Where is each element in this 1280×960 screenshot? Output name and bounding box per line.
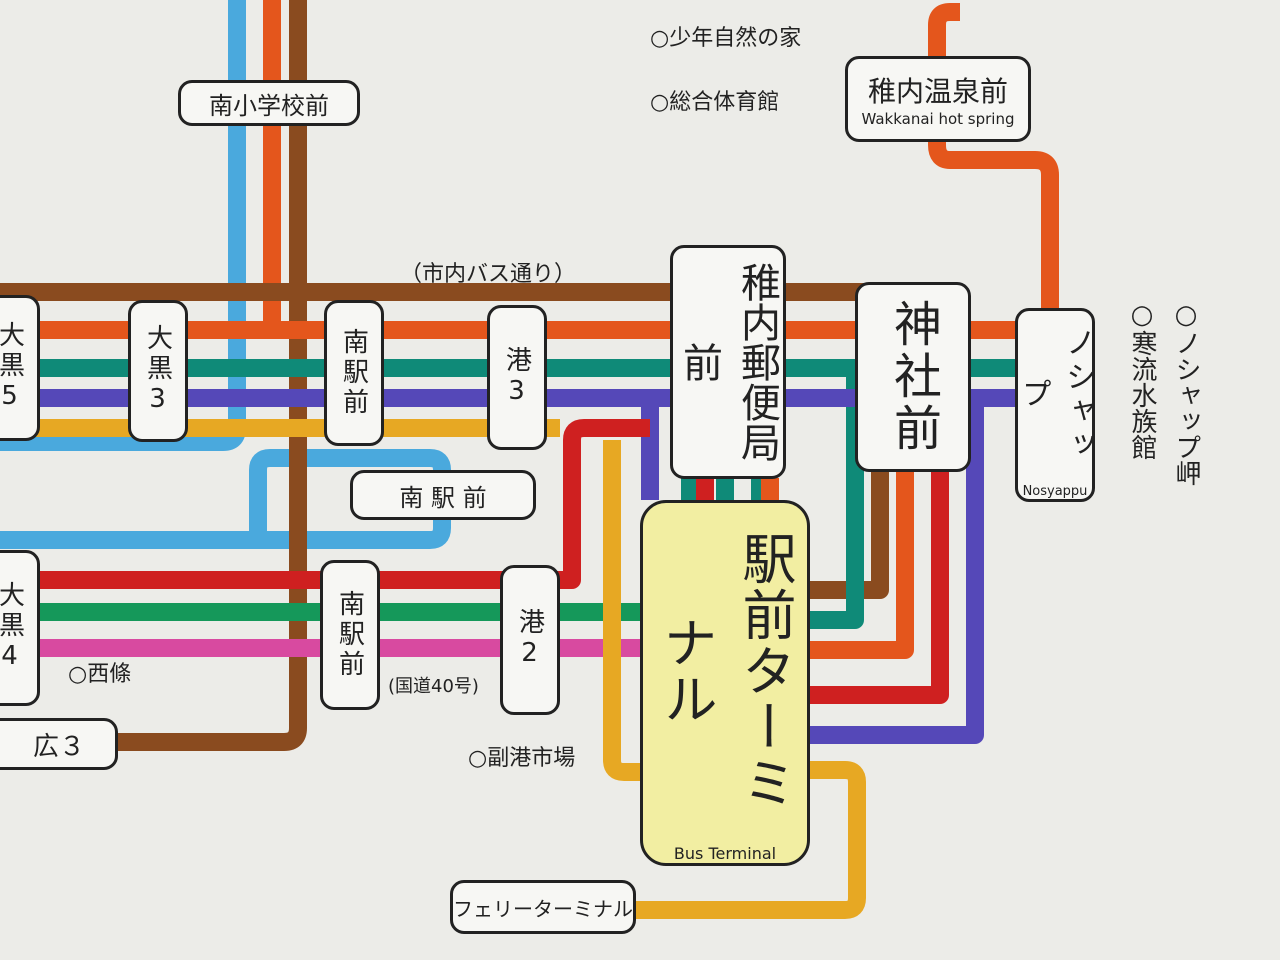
stop-nosyappu[interactable]: ノシャップ Nosyappu (1015, 308, 1095, 502)
stop-minato2[interactable]: 港2 (500, 565, 560, 715)
landmark-fukuko: ○副港市場 (468, 746, 576, 771)
stop-minami-ekimae-lower[interactable]: 南駅前 (320, 560, 380, 710)
route-line-purple-down (810, 398, 984, 744)
stop-minato3[interactable]: 港3 (487, 305, 547, 450)
stop-jinja[interactable]: 神社前 (855, 282, 971, 472)
landmark-saijo: ○西條 (68, 662, 132, 687)
landmark-nosyappu-misaki: ○ノシャップ岬 (1171, 300, 1201, 486)
stop-daikoku3[interactable]: 大黒3 (128, 300, 188, 442)
stop-minami-ekimae-mid[interactable]: 南 駅 前 (350, 470, 536, 520)
route-line-brown-south (110, 0, 307, 751)
stop-bus-terminal[interactable]: 駅前ターミナル Bus Terminal (640, 500, 810, 866)
label-shinai-bus: （市内バス通り） (400, 262, 577, 287)
route-line-red-right (810, 440, 949, 704)
stop-daikoku5[interactable]: 大黒5 (0, 295, 40, 441)
stop-yubinkyoku[interactable]: 稚内郵便局前 (670, 245, 786, 479)
route-line-red (0, 419, 650, 589)
stop-ferry-terminal[interactable]: フェリーターミナル (450, 880, 636, 934)
stop-onsen[interactable]: 稚内温泉前 Wakkanai hot spring (845, 56, 1031, 142)
stop-minami-ekimae-upper[interactable]: 南駅前 (324, 300, 384, 446)
landmark-kanryu: ○寒流水族館 (1127, 300, 1157, 460)
stop-daikoku4[interactable]: 大黒4 (0, 550, 40, 706)
label-kokudo: (国道40号) (388, 676, 479, 697)
stop-minami-shogakko[interactable]: 南小学校前 (178, 80, 360, 126)
route-line-yellow-south (603, 440, 650, 781)
landmark-shonen: ○少年自然の家 (650, 26, 802, 51)
route-line-orange (0, 3, 1059, 339)
route-line-blue-loop (0, 449, 451, 549)
landmark-taiikukan: ○総合体育館 (650, 90, 780, 115)
stop-hiro3[interactable]: 広３ (0, 718, 118, 770)
route-line-yellow-ferry (630, 761, 866, 919)
